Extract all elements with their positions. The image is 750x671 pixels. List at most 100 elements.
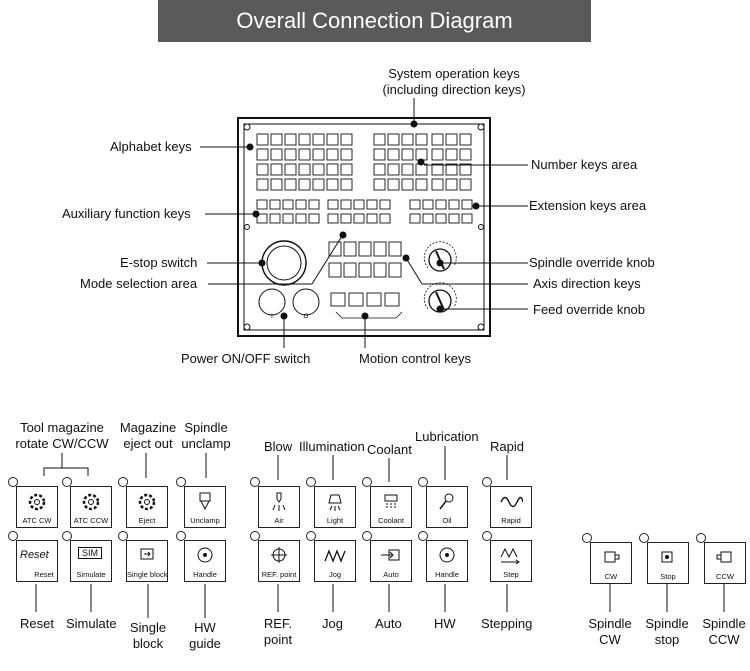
- leader-lines: [200, 98, 528, 348]
- number-key: [401, 133, 414, 146]
- spindle-cw-key[interactable]: CW: [590, 542, 632, 584]
- coolant-key[interactable]: Coolant: [370, 486, 412, 528]
- mode-axis-key: [328, 262, 342, 278]
- jog-key[interactable]: Jog: [314, 540, 356, 582]
- indicator-led: [582, 533, 592, 543]
- system-key: [459, 133, 472, 146]
- indicator-led: [118, 477, 128, 487]
- atc-cw-key[interactable]: ATC CW: [16, 486, 58, 528]
- single-block-key[interactable]: Single block: [126, 540, 168, 582]
- mode-axis-key: [358, 262, 372, 278]
- extension-key: [422, 199, 434, 210]
- air-key[interactable]: Air: [258, 486, 300, 528]
- step-key[interactable]: Step: [490, 540, 532, 582]
- system-key: [445, 148, 458, 161]
- indicator-led: [482, 477, 492, 487]
- gear-icon: [138, 493, 156, 511]
- spindle-ccw-key[interactable]: CCW: [704, 542, 746, 584]
- extension-key: [422, 213, 434, 224]
- system-key: [431, 148, 444, 161]
- atc-ccw-key[interactable]: ATC CCW: [70, 486, 112, 528]
- light-key[interactable]: Light: [314, 486, 356, 528]
- air-nozzle-icon: [272, 492, 286, 511]
- number-key: [373, 163, 386, 176]
- eject-key[interactable]: Eject: [126, 486, 168, 528]
- ref-point-key[interactable]: REF. point: [258, 540, 300, 582]
- indicator-led: [8, 531, 18, 541]
- coolant-icon: [384, 494, 398, 509]
- alphabet-key: [284, 133, 297, 146]
- label-estop: E-stop switch: [120, 255, 198, 270]
- auxiliary-key: [379, 199, 391, 210]
- gear-icon: [28, 493, 46, 511]
- label-simulate: Simulate: [66, 616, 117, 631]
- handle-key[interactable]: Handle: [184, 540, 226, 582]
- power-on-switch: [258, 288, 286, 316]
- auxiliary-key: [353, 213, 365, 224]
- label-feed-override: Feed override knob: [533, 302, 646, 317]
- unclamp-key[interactable]: Unclamp: [184, 486, 226, 528]
- key-grid: [256, 133, 473, 307]
- step-icon: [500, 547, 520, 565]
- system-key: [445, 133, 458, 146]
- indicator-led: [118, 531, 128, 541]
- label-blow: Blow: [264, 439, 293, 454]
- auxiliary-key: [256, 213, 268, 224]
- mode-axis-key: [343, 262, 357, 278]
- indicator-led: [696, 533, 706, 543]
- system-key: [445, 163, 458, 176]
- number-key: [401, 178, 414, 191]
- indicator-led: [306, 477, 316, 487]
- number-key: [415, 163, 428, 176]
- auxiliary-key: [282, 199, 294, 210]
- extension-key: [435, 199, 447, 210]
- lower-leader-lines: [35, 446, 725, 618]
- number-key: [387, 178, 400, 191]
- panel-screws: [243, 123, 485, 331]
- spindle-motor-icon: [661, 551, 673, 563]
- auxiliary-key: [282, 213, 294, 224]
- system-key: [445, 178, 458, 191]
- number-key: [415, 133, 428, 146]
- indicator-led: [8, 477, 18, 487]
- handle-mode-key[interactable]: Handle: [426, 540, 468, 582]
- indicator-led: [362, 531, 372, 541]
- mode-axis-key: [388, 241, 402, 257]
- auxiliary-key: [353, 199, 365, 210]
- extension-key: [409, 199, 421, 210]
- label-system-keys: System operation keys(including directio…: [382, 66, 526, 97]
- auxiliary-key: [327, 213, 339, 224]
- indicator-led: [250, 477, 260, 487]
- label-illumination: Illumination: [299, 439, 365, 454]
- power-off-mark: O: [304, 314, 309, 320]
- alphabet-key: [256, 133, 269, 146]
- oil-key[interactable]: Oil: [426, 486, 468, 528]
- alphabet-key: [284, 148, 297, 161]
- number-key: [415, 148, 428, 161]
- reset-key[interactable]: Reset Reset: [16, 540, 58, 582]
- indicator-led: [362, 477, 372, 487]
- handwheel-icon: [197, 547, 213, 563]
- rapid-key[interactable]: Rapid: [490, 486, 532, 528]
- alphabet-key: [340, 163, 353, 176]
- label-auxiliary-keys: Auxiliary function keys: [62, 206, 191, 221]
- extension-key: [435, 213, 447, 224]
- alphabet-key: [326, 148, 339, 161]
- auto-key[interactable]: Auto: [370, 540, 412, 582]
- simulate-key[interactable]: SIM Simulate: [70, 540, 112, 582]
- number-key: [401, 148, 414, 161]
- alphabet-key: [326, 133, 339, 146]
- number-key: [373, 178, 386, 191]
- number-key: [387, 148, 400, 161]
- auxiliary-key: [269, 199, 281, 210]
- number-key: [401, 163, 414, 176]
- alphabet-key: [284, 163, 297, 176]
- indicator-led: [418, 477, 428, 487]
- oil-can-icon: [439, 493, 454, 510]
- spindle-stop-key[interactable]: Stop: [647, 542, 689, 584]
- alphabet-key: [284, 178, 297, 191]
